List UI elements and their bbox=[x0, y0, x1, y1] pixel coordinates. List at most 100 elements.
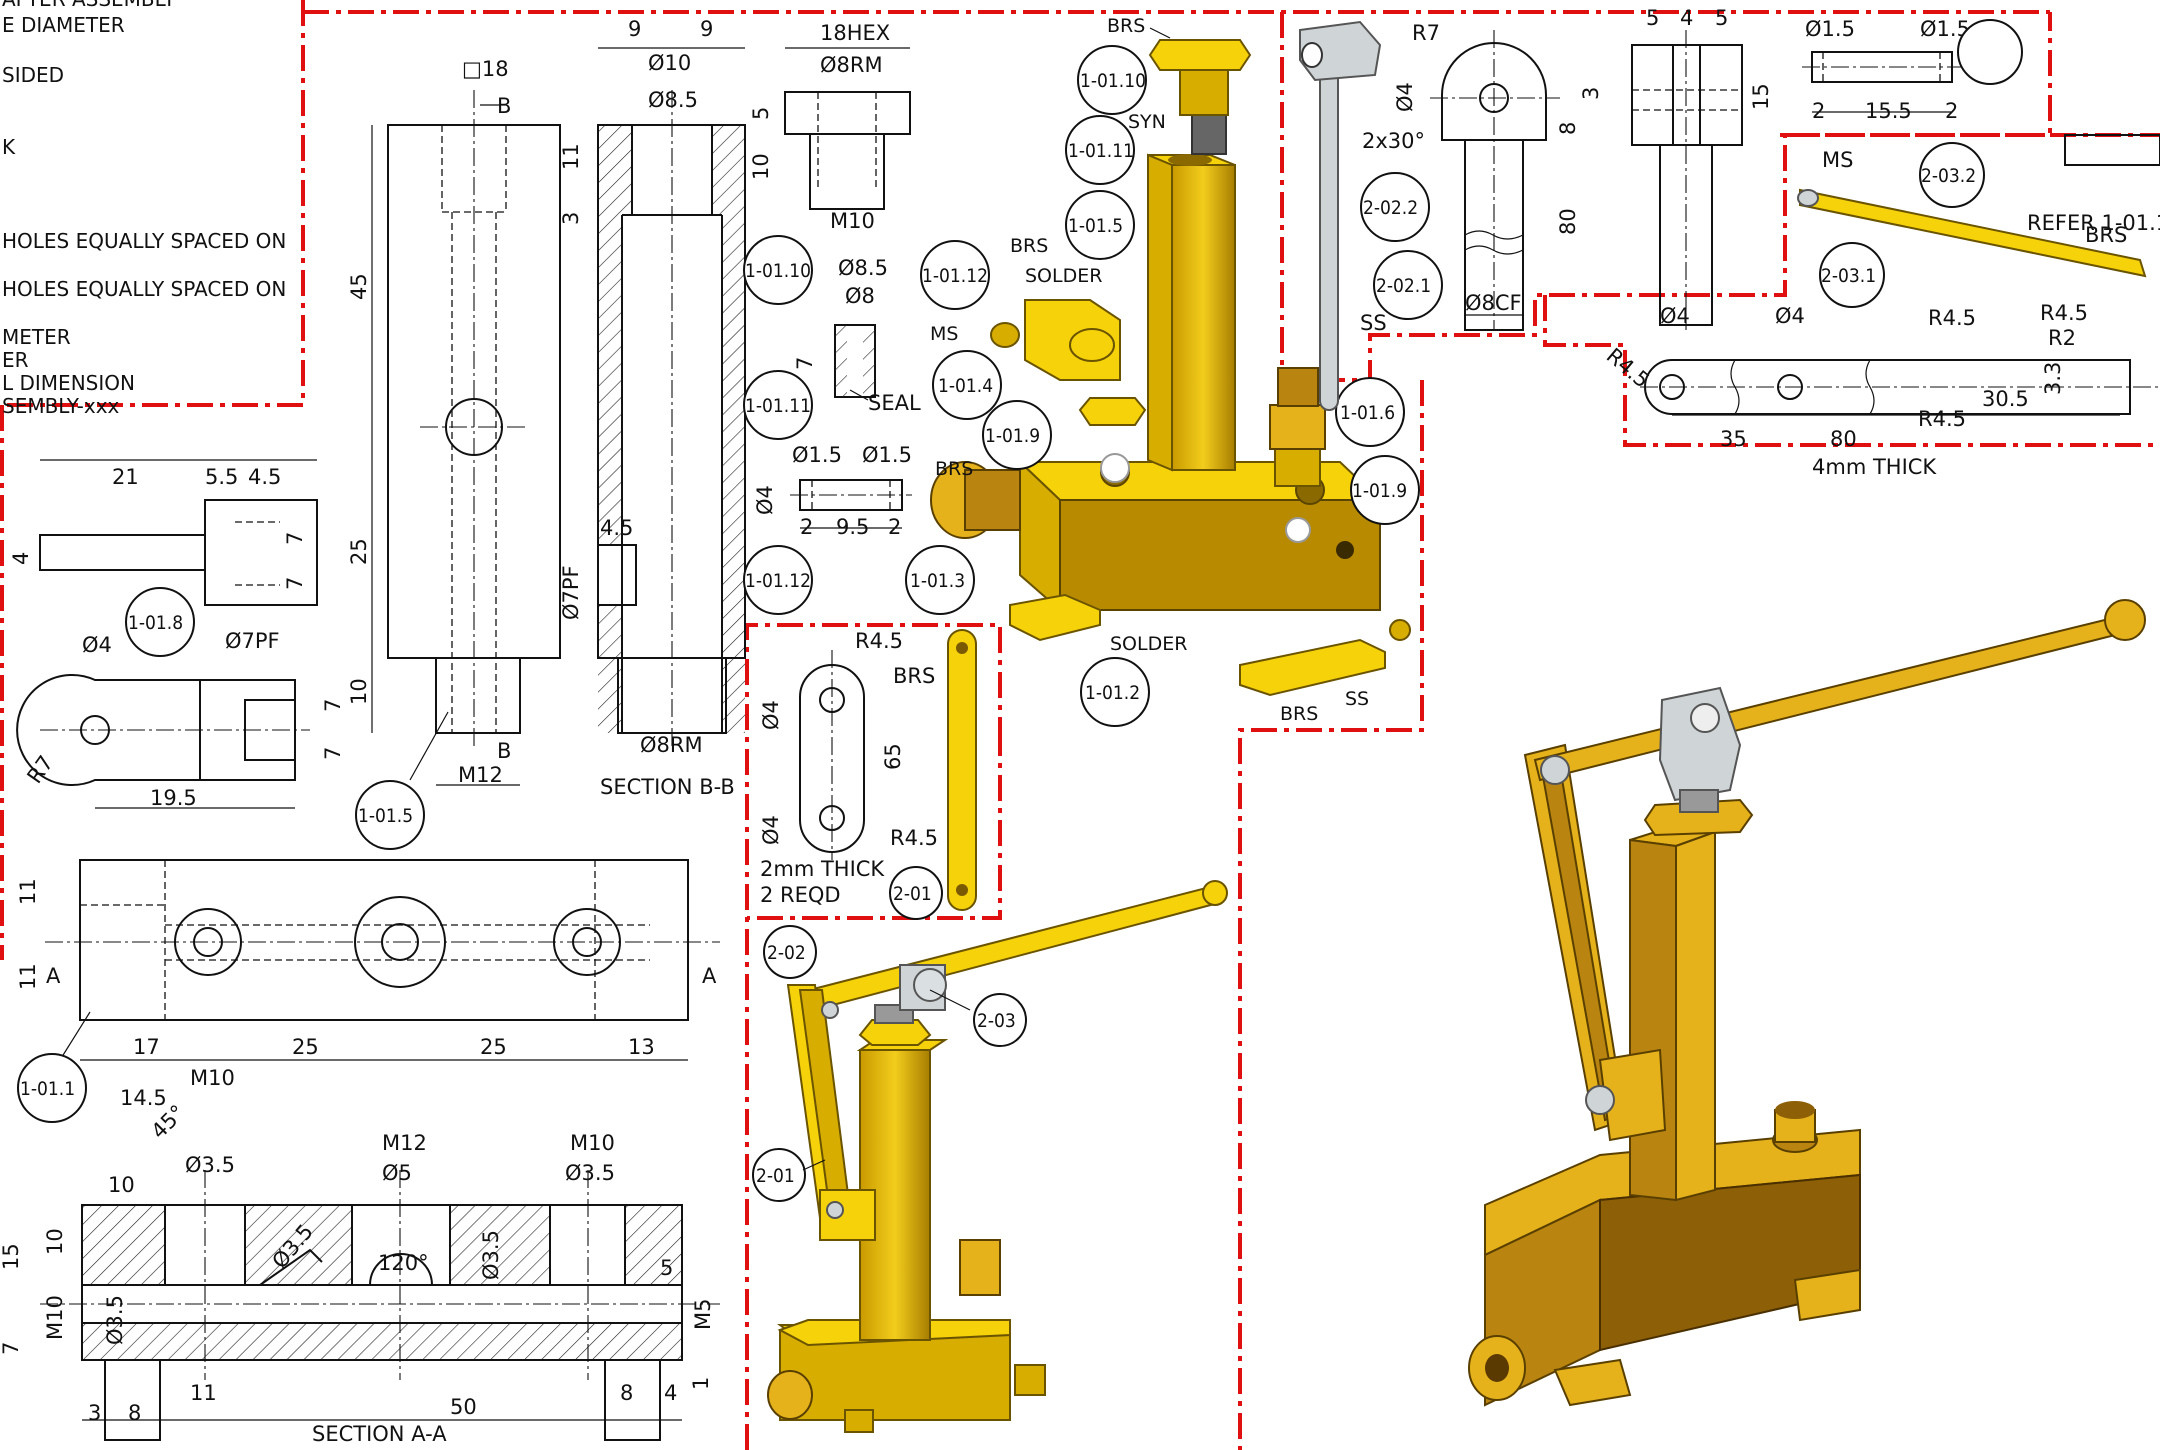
part-bubble bbox=[125, 587, 195, 657]
part-bubble bbox=[1819, 242, 1885, 308]
dim-r4-5: R4.5 bbox=[2040, 301, 2088, 325]
dim-m12: M12 bbox=[382, 1131, 427, 1155]
frame-lever bbox=[1543, 295, 2160, 447]
quantity-note: 2 REQD bbox=[760, 883, 841, 907]
part-number: 2-03.2 bbox=[1921, 165, 1976, 187]
note-line: SIDED bbox=[2, 63, 64, 87]
section-marker-a: A bbox=[46, 964, 61, 988]
material-label: SS bbox=[1360, 311, 1387, 335]
assembly-exploded: BRS 1-01.10 SYN 1-01.11 1-01.5 BRS SOLDE… bbox=[905, 15, 1420, 727]
section-aa-caption: SECTION A-A bbox=[312, 1422, 447, 1446]
dim-5: 5 bbox=[660, 1256, 673, 1280]
dim-d1-5: Ø1.5 bbox=[792, 443, 842, 467]
part-number: 1-01.8 bbox=[128, 612, 183, 634]
dim-11: 11 bbox=[190, 1381, 217, 1405]
material-label: BRS bbox=[1107, 15, 1145, 37]
dim-50: 50 bbox=[450, 1395, 477, 1419]
material-label: MS bbox=[1822, 148, 1853, 172]
notes-block: AFTER ASSEMBLY E DIAMETER SIDED K HOLES … bbox=[2, 0, 286, 418]
link-render bbox=[947, 629, 977, 911]
dim-r4-5: R4.5 bbox=[1602, 343, 1654, 392]
material-label: BRS bbox=[935, 458, 973, 480]
dim-5: 5 bbox=[1715, 6, 1728, 30]
dim-r4-5: R4.5 bbox=[855, 629, 903, 653]
plug-bore-label: Ø8RM bbox=[820, 53, 883, 77]
dim-10: 10 bbox=[108, 1173, 135, 1197]
part-number: 1-01.2 bbox=[1085, 682, 1140, 704]
part-bubble bbox=[973, 993, 1027, 1047]
dim-4-5: 4.5 bbox=[248, 465, 281, 489]
note-line: SEMBLY-xxx bbox=[2, 394, 120, 418]
part-number: 2-02 bbox=[767, 942, 806, 964]
dim-4: 4 bbox=[664, 1381, 677, 1405]
dim-d4: Ø4 bbox=[759, 815, 783, 845]
dim-d4: Ø4 bbox=[753, 485, 777, 515]
dim-m10: M10 bbox=[190, 1066, 235, 1090]
material-label: MS bbox=[930, 323, 958, 345]
seal-view: Ø8.5 Ø8 7 SEAL 1-01.11 bbox=[743, 256, 921, 440]
part-bubble bbox=[1919, 142, 1985, 208]
dim-65: 65 bbox=[881, 743, 905, 770]
dim-19-5: 19.5 bbox=[150, 786, 197, 810]
dim-3: 3 bbox=[1579, 87, 1603, 100]
dim-r4-5: R4.5 bbox=[1928, 306, 1976, 330]
dim-d4: Ø4 bbox=[82, 633, 112, 657]
section-aa-view: 14.5 M10 45° Ø3.5 Ø3.5 10 M12 Ø5 M10 Ø3.… bbox=[0, 1066, 720, 1446]
dim-15-5: 15.5 bbox=[1865, 99, 1912, 123]
thickness-note: 4mm THICK bbox=[1812, 455, 1937, 479]
part-number: 2-01 bbox=[893, 883, 932, 905]
part-number: 1-01.10 bbox=[745, 260, 811, 282]
dim-35: 35 bbox=[1720, 427, 1747, 451]
part-bubble bbox=[932, 350, 1002, 420]
part-bubble bbox=[743, 545, 813, 615]
part-number: 1-01.12 bbox=[745, 570, 811, 592]
part-bubble bbox=[1957, 19, 2023, 85]
dim-m10: M10 bbox=[570, 1131, 615, 1155]
part-bubble bbox=[1335, 377, 1405, 447]
dim-d3-5: Ø3.5 bbox=[479, 1230, 503, 1280]
frame-assembly2 bbox=[745, 623, 1002, 1450]
dim-10: 10 bbox=[749, 153, 773, 180]
dim-7: 7 bbox=[0, 1342, 23, 1355]
column-square-label: □18 bbox=[462, 57, 509, 81]
dim-r4-5: R4.5 bbox=[890, 826, 938, 850]
dim-11: 11 bbox=[16, 878, 40, 905]
part-bubble bbox=[17, 1053, 87, 1123]
link-view: R4.5 BRS Ø4 65 Ø4 R4.5 2mm THICK 2 REQD … bbox=[759, 629, 977, 920]
dim-5: 5 bbox=[1646, 6, 1659, 30]
frame-link bbox=[747, 730, 1002, 920]
part-number: 2-01 bbox=[756, 1165, 795, 1187]
plug-view: 18HEX Ø8RM 5 10 M10 1-01.10 bbox=[743, 21, 911, 305]
dim-11: 11 bbox=[559, 143, 583, 170]
dim-3: 3 bbox=[88, 1401, 101, 1425]
part-bubble bbox=[743, 235, 813, 305]
reference-note: REFER 1-01.12 bbox=[2027, 211, 2160, 235]
dim-7: 7 bbox=[793, 357, 817, 370]
section-marker-b: B bbox=[497, 739, 511, 763]
column-thread-end bbox=[435, 657, 521, 734]
dim-9-5: 9.5 bbox=[836, 515, 869, 539]
dim-d8cf: Ø8CF bbox=[1465, 291, 1522, 315]
material-label: SS bbox=[1345, 688, 1369, 710]
dim-r7: R7 bbox=[1412, 21, 1440, 45]
material-label: BRS bbox=[2085, 223, 2127, 247]
part-bubble bbox=[1373, 250, 1443, 320]
dim-2: 2 bbox=[1945, 99, 1958, 123]
dim-21: 21 bbox=[112, 465, 139, 489]
dim-m10: M10 bbox=[43, 1295, 67, 1340]
part-number: 1-01.9 bbox=[985, 425, 1040, 447]
dim-d1-5: Ø1.5 bbox=[1805, 17, 1855, 41]
note-line: AFTER ASSEMBLY bbox=[2, 0, 176, 11]
dim-r2: R2 bbox=[2048, 326, 2076, 350]
dim-10: 10 bbox=[43, 1228, 67, 1255]
dim-14-5: 14.5 bbox=[120, 1086, 167, 1110]
dim-7: 7 bbox=[321, 747, 345, 760]
dim-4: 4 bbox=[1680, 6, 1693, 30]
joint-label: SOLDER bbox=[1110, 633, 1187, 655]
note-line: METER bbox=[2, 325, 71, 349]
part-bubble bbox=[355, 780, 425, 850]
part-bubble bbox=[752, 1148, 806, 1202]
lever-view: MS 2-03.2 REFER 1-01.12 BRS 2-03.1 Ø4 Ø4… bbox=[1602, 134, 2160, 479]
